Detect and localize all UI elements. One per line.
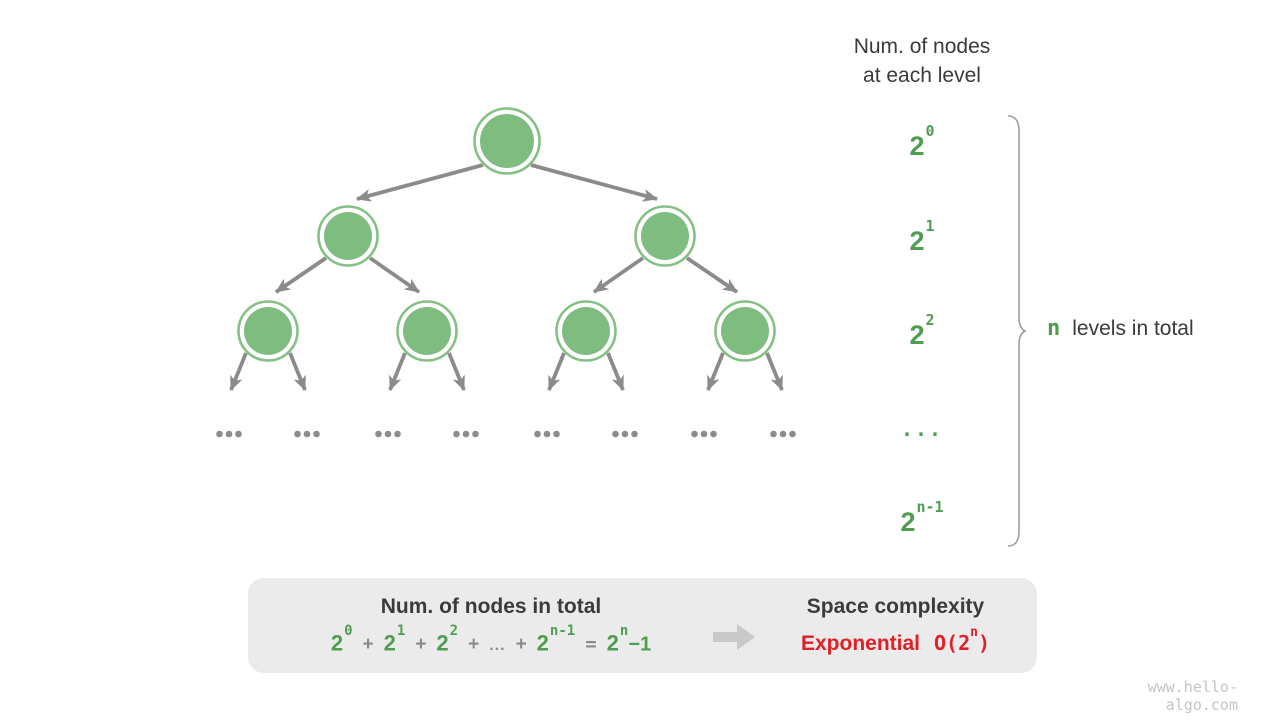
right-arrow-icon <box>713 624 755 650</box>
levels-total-label: n levels in total <box>1047 316 1194 341</box>
nodes-total-title: Num. of nodes in total <box>380 595 602 618</box>
exponent: n <box>970 625 978 641</box>
base: 2 <box>436 630 449 656</box>
base: 2 <box>909 131 925 161</box>
complexity-word: Exponential <box>800 632 921 655</box>
exponent: 2 <box>925 311 935 329</box>
base: 2 <box>900 507 916 537</box>
header-line-1: Num. of nodes <box>853 35 991 58</box>
space-complexity-title: Space complexity <box>806 595 985 618</box>
base: 2 <box>330 630 344 656</box>
term-2-1: 21 <box>383 623 406 656</box>
level-count-2-n-1: 2n-1 <box>852 498 992 537</box>
complexity-result: Exponential O(2n) <box>773 625 1018 656</box>
exponent: 0 <box>344 623 353 639</box>
summary-box: Num. of nodes in total 20 + 21 + 22 + ..… <box>248 578 1037 673</box>
base: 2 <box>383 630 396 656</box>
n-variable: n <box>1047 316 1061 341</box>
nodes-per-level-header: Num. of nodes at each level <box>797 32 1047 90</box>
nodes-total-formula: 20 + 21 + 22 + ... + 2n-1 = 2n−1 <box>248 623 734 656</box>
watermark: www.hello-algo.com <box>1147 678 1238 714</box>
level-count-ellipsis: ... <box>900 417 944 441</box>
level-count-2-1: 21 <box>852 217 992 256</box>
brace-icon <box>1007 115 1027 547</box>
base: 2 <box>536 630 549 656</box>
level-count-2-0: 20 <box>852 122 992 161</box>
exponent: 0 <box>925 122 935 140</box>
exponent: 1 <box>396 623 406 639</box>
term-2-0: 20 <box>330 623 353 656</box>
header-line-2: at each level <box>863 64 981 87</box>
exponent: n <box>619 623 629 639</box>
exponent: n-1 <box>549 623 576 639</box>
term-2-n-1: 2n-1 <box>536 623 576 656</box>
big-o-notation: O(2n) <box>934 625 991 655</box>
minus-one: −1 <box>628 633 652 656</box>
exponent: 2 <box>449 623 459 639</box>
exponent: n-1 <box>916 498 944 516</box>
result-2-n-minus-1: 2n−1 <box>606 623 652 656</box>
base: 2 <box>909 320 925 350</box>
plus-sign: + <box>515 634 527 656</box>
big-o-suffix: ) <box>977 631 991 655</box>
base: 2 <box>606 630 619 656</box>
ellipsis: ... <box>489 637 506 655</box>
base: 2 <box>909 226 925 256</box>
equals-sign: = <box>585 633 597 656</box>
exponent: 1 <box>925 217 935 235</box>
levels-total-text: levels in total <box>1072 317 1194 340</box>
big-o-prefix: O(2 <box>934 631 971 655</box>
plus-sign: + <box>362 634 374 656</box>
plus-sign: + <box>415 634 427 656</box>
plus-sign: + <box>468 634 480 656</box>
term-2-2: 22 <box>436 623 458 656</box>
level-count-2-2: 22 <box>852 311 992 350</box>
